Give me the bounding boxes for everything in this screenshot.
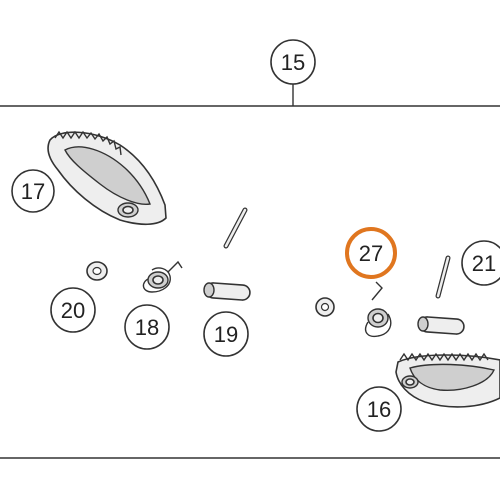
footpeg-left-teeth <box>54 130 122 156</box>
spring-left[interactable] <box>142 260 183 293</box>
callout-17-label: 17 <box>21 179 45 204</box>
washer-left[interactable] <box>86 261 108 281</box>
callout-27-label: 27 <box>359 241 383 266</box>
callout-20-label: 20 <box>61 298 85 323</box>
footpeg-left[interactable] <box>47 130 167 226</box>
callout-17[interactable]: 17 <box>11 169 55 213</box>
callout-18[interactable]: 18 <box>124 304 170 350</box>
callout-16[interactable]: 16 <box>356 386 402 432</box>
callout-27-highlighted[interactable]: 27 <box>345 227 397 279</box>
assembly-frame <box>0 84 500 459</box>
pivot-pin-right[interactable] <box>417 316 465 335</box>
callout-21[interactable]: 21 <box>461 240 500 286</box>
callout-20[interactable]: 20 <box>50 287 96 333</box>
callout-16-label: 16 <box>367 397 391 422</box>
pivot-pin-left[interactable] <box>203 282 251 301</box>
split-pin-center[interactable] <box>223 207 248 249</box>
callout-19[interactable]: 19 <box>203 311 249 357</box>
footpeg-right-teeth <box>399 352 489 362</box>
callout-18-label: 18 <box>135 315 159 340</box>
washer-right[interactable] <box>315 297 335 317</box>
callout-15-label: 15 <box>281 50 305 75</box>
callout-21-label: 21 <box>472 251 496 276</box>
split-pin-right[interactable] <box>435 255 451 299</box>
callout-15[interactable]: 15 <box>270 39 316 85</box>
callout-19-label: 19 <box>214 322 238 347</box>
spring-right[interactable] <box>364 281 392 338</box>
footpeg-right[interactable] <box>395 352 500 408</box>
